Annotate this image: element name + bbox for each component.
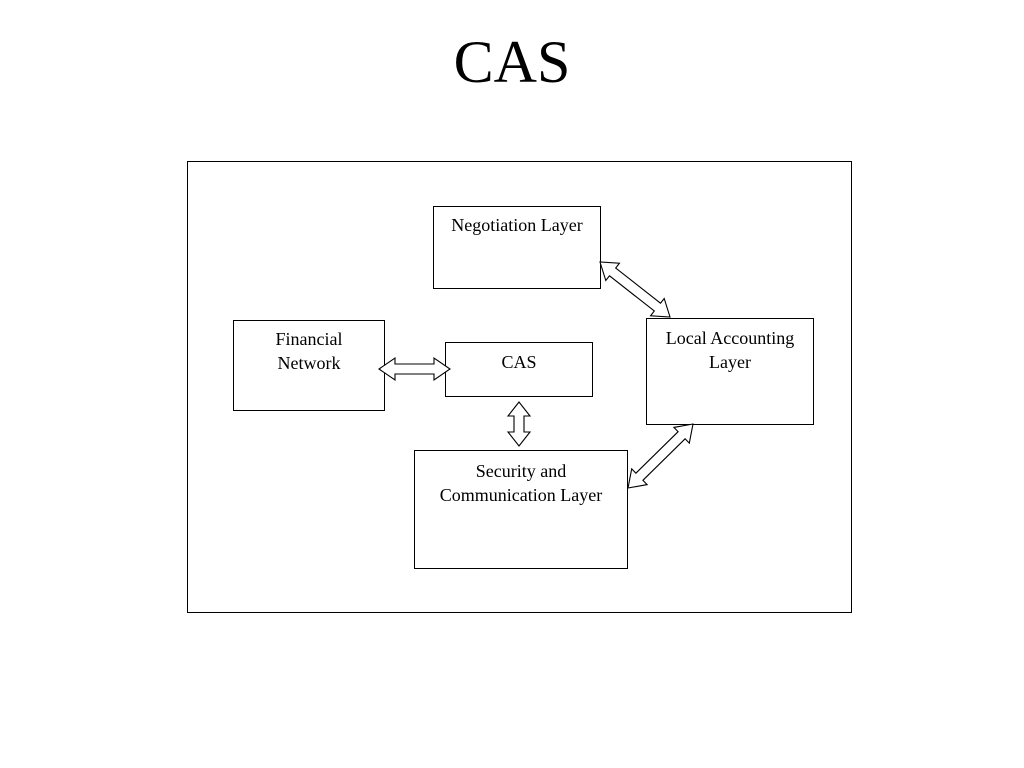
financial-network-box: Financial Network (233, 320, 385, 411)
local-accounting-layer-box: Local Accounting Layer (646, 318, 814, 425)
slide-title: CAS (453, 29, 571, 95)
negotiation-layer-box: Negotiation Layer (433, 206, 601, 289)
diagram-frame (187, 161, 852, 613)
security-communication-layer-box: Security and Communication Layer (414, 450, 628, 569)
cas-box: CAS (445, 342, 593, 397)
